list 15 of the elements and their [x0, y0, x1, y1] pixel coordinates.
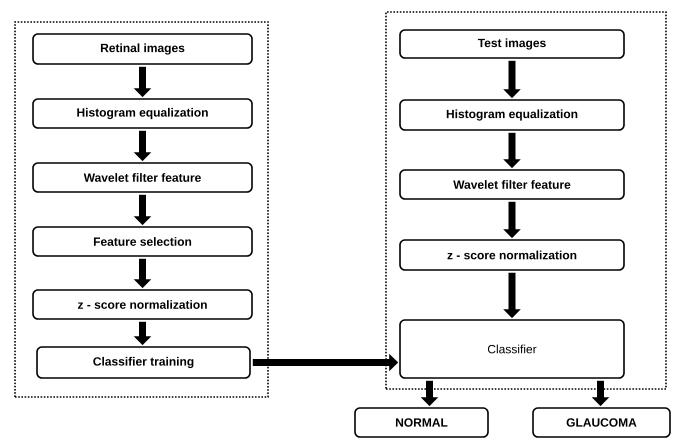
process-box: z - score normalization: [399, 239, 625, 271]
process-box: Histogram equalization: [32, 98, 253, 129]
dotted-group-box: [385, 11, 667, 390]
process-box: Retinal images: [32, 33, 253, 65]
process-box: Test images: [399, 29, 625, 59]
process-box: NORMAL: [354, 407, 489, 438]
process-box: Classifier: [399, 319, 625, 379]
process-box: Histogram equalization: [399, 99, 625, 131]
process-box: z - score normalization: [32, 289, 253, 320]
process-box: GLAUCOMA: [532, 407, 671, 438]
dotted-group-box: [14, 21, 269, 398]
process-box: Classifier training: [36, 346, 251, 379]
process-box: Feature selection: [32, 226, 253, 257]
process-box: Wavelet filter feature: [32, 162, 253, 193]
process-box: Wavelet filter feature: [399, 169, 625, 200]
